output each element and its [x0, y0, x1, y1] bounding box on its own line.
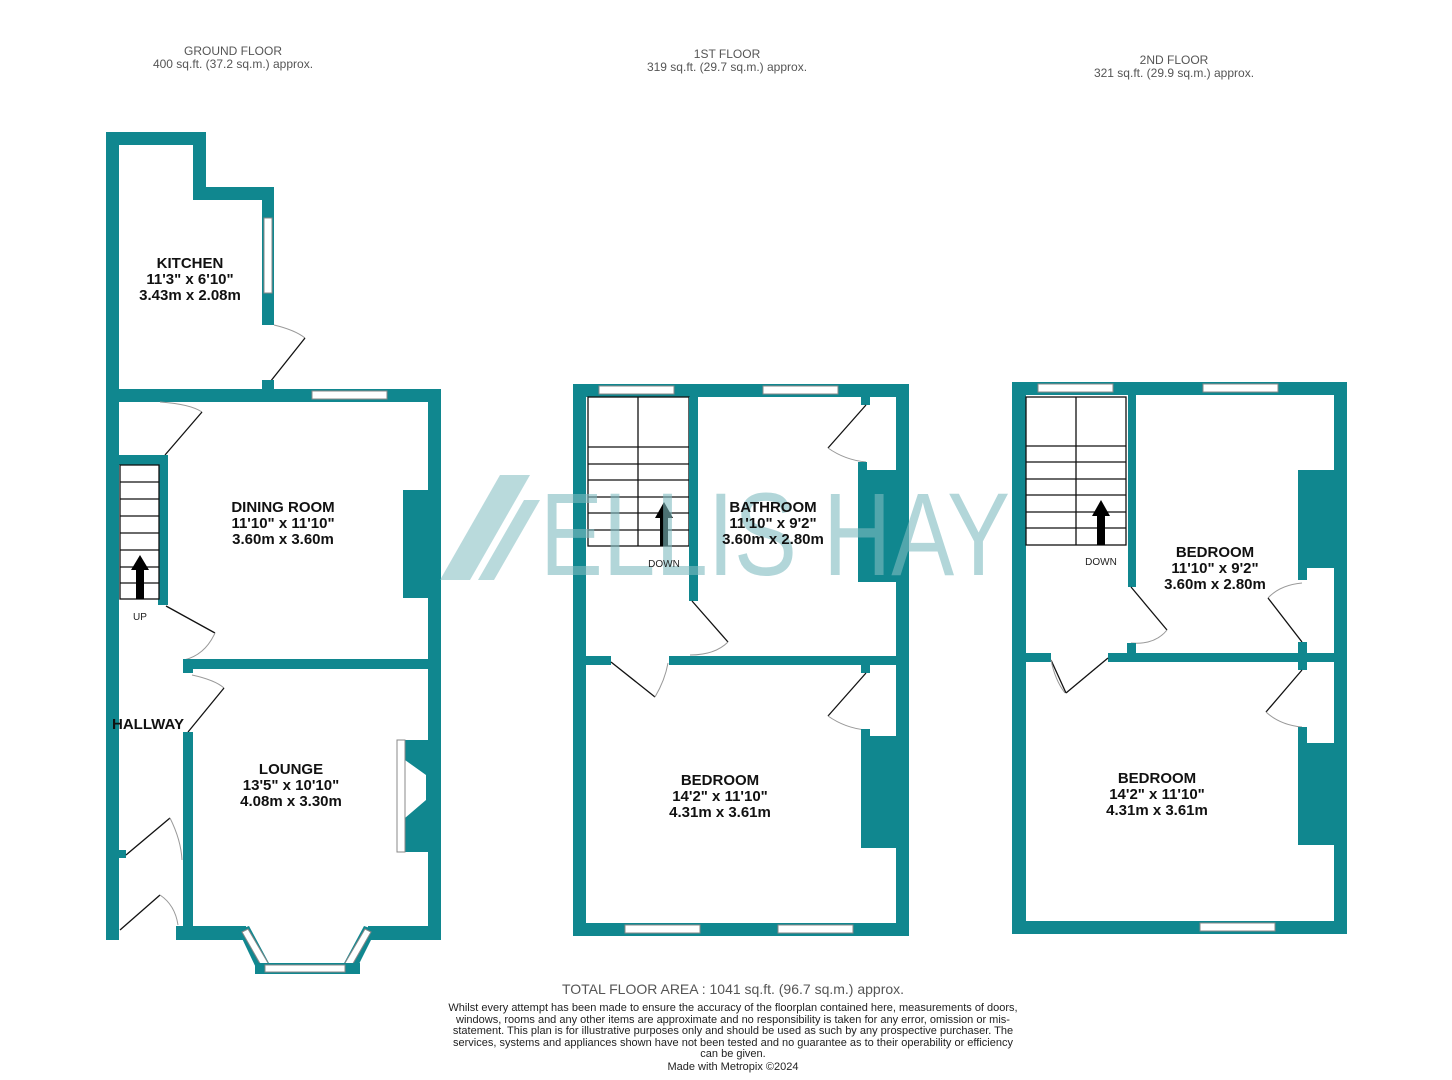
floor-title: 1ST FLOOR	[693, 47, 761, 61]
room-metric: 3.60m x 3.60m	[232, 531, 334, 548]
second-floor-header: 2ND FLOOR 321 sq.ft. (29.9 sq.m.) approx…	[1024, 54, 1324, 80]
room-label-second-floor-bedroom-upper: BEDROOM 11'10" x 9'2" 3.60m x 2.80m	[1164, 545, 1266, 593]
room-name: BEDROOM	[1117, 770, 1197, 787]
room-name: KITCHEN	[156, 255, 224, 272]
floor-area: 321 sq.ft. (29.9 sq.m.) approx.	[1093, 66, 1255, 80]
room-metric: 4.08m x 3.30m	[240, 793, 342, 810]
room-imperial: 11'10" x 11'10"	[231, 515, 335, 532]
floor-area: 319 sq.ft. (29.7 sq.m.) approx.	[646, 60, 808, 74]
room-imperial: 13'5" x 10'10"	[242, 777, 340, 794]
floor-title: 2ND FLOOR	[1139, 53, 1209, 67]
room-label-first-floor-bedroom: BEDROOM 14'2" x 11'10" 4.31m x 3.61m	[669, 773, 771, 821]
first-floor-plan	[573, 384, 909, 936]
room-name: BEDROOM	[1175, 544, 1255, 561]
room-label-dining-room: DINING ROOM 11'10" x 11'10" 3.60m x 3.60…	[231, 500, 334, 548]
stairs-down-label: DOWN	[1085, 557, 1117, 568]
room-metric: 4.31m x 3.61m	[1106, 802, 1208, 819]
floor-title: GROUND FLOOR	[183, 44, 282, 58]
room-name: LOUNGE	[258, 761, 324, 778]
room-imperial: 11'10" x 9'2"	[1171, 560, 1259, 577]
room-imperial: 14'2" x 11'10"	[1109, 786, 1205, 803]
total-floor-area: TOTAL FLOOR AREA : 1041 sq.ft. (96.7 sq.…	[561, 981, 905, 997]
floor-area: 400 sq.ft. (37.2 sq.m.) approx.	[152, 57, 314, 71]
room-label-lounge: LOUNGE 13'5" x 10'10" 4.08m x 3.30m	[240, 762, 342, 810]
ground-floor-plan	[106, 132, 441, 974]
room-name: DINING ROOM	[231, 499, 335, 516]
room-label-second-floor-bedroom-lower: BEDROOM 14'2" x 11'10" 4.31m x 3.61m	[1106, 771, 1208, 819]
footer: TOTAL FLOOR AREA : 1041 sq.ft. (96.7 sq.…	[446, 981, 1020, 1073]
room-metric: 3.43m x 2.08m	[139, 287, 241, 304]
room-imperial: 14'2" x 11'10"	[672, 788, 768, 805]
room-metric: 4.31m x 3.61m	[669, 804, 771, 821]
room-label-kitchen: KITCHEN 11'3" x 6'10" 3.43m x 2.08m	[139, 256, 241, 304]
room-metric: 3.60m x 2.80m	[722, 531, 824, 548]
room-label-bathroom: BATHROOM 11'10" x 9'2" 3.60m x 2.80m	[722, 500, 824, 548]
room-imperial: 11'10" x 9'2"	[729, 515, 817, 532]
room-label-hallway: HALLWAY	[112, 716, 184, 733]
second-floor-plan	[1012, 382, 1347, 934]
stairs-down-label: DOWN	[648, 559, 680, 570]
room-name: BATHROOM	[729, 499, 817, 516]
disclaimer-text: Whilst every attempt has been made to en…	[448, 1002, 1018, 1061]
stairs-up-label: UP	[133, 612, 147, 623]
room-name: BEDROOM	[680, 772, 760, 789]
room-metric: 3.60m x 2.80m	[1164, 576, 1266, 593]
room-imperial: 11'3" x 6'10"	[146, 271, 234, 288]
first-floor-header: 1ST FLOOR 319 sq.ft. (29.7 sq.m.) approx…	[577, 48, 877, 74]
ground-floor-header: GROUND FLOOR 400 sq.ft. (37.2 sq.m.) app…	[83, 45, 383, 71]
credit-text: Made with Metropix ©2024	[667, 1060, 799, 1073]
